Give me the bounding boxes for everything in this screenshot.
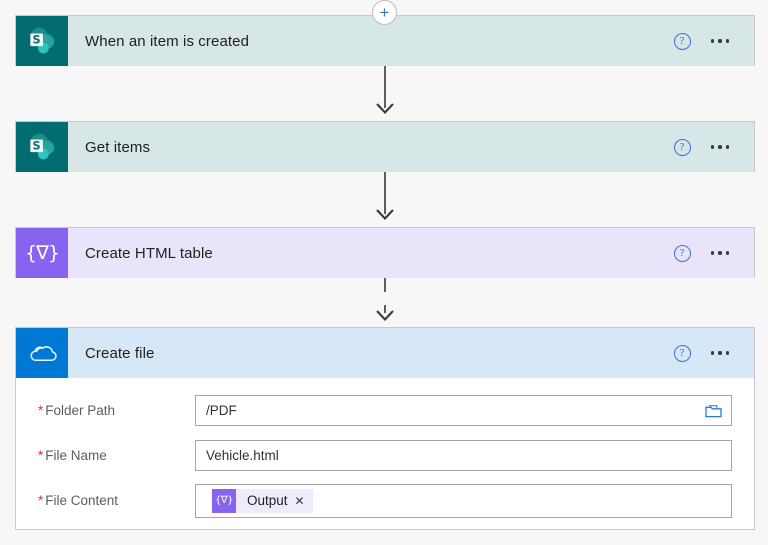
svg-text:S: S [33,139,41,152]
field-row-file-content: *File Content {∇} Output ✕ [16,478,754,523]
onedrive-cloud-glyph-svg [30,346,57,361]
more-commands-icon[interactable] [710,39,729,43]
insert-step-button[interactable]: + [372,0,397,25]
card-actions-create-html-table: ? [673,244,755,262]
sharepoint-glyph-svg: S [30,27,55,54]
field-label-file-name: *File Name [38,448,195,463]
card-actions-trigger: ? [673,32,755,50]
file-name-value: Vehicle.html [206,448,279,463]
field-label-folder-path: *Folder Path [38,403,195,418]
required-marker: * [38,448,44,463]
flow-step-card-create-file[interactable]: Create file ? *Folder Path /PDF [15,327,755,530]
field-label-text: File Content [45,493,119,508]
data-operations-token-icon: {∇} [212,488,236,513]
field-row-folder-path: *Folder Path /PDF [16,388,754,433]
dynamic-content-token[interactable]: {∇} Output ✕ [212,488,313,513]
card-title-trigger: When an item is created [85,32,250,50]
card-header-create-html-table[interactable]: {∇} Create HTML table ? [16,228,754,278]
card-title-get-items: Get items [85,138,151,156]
field-label-file-content: *File Content [38,493,195,508]
card-actions-create-file: ? [673,344,755,362]
card-header-get-items[interactable]: S Get items ? [16,122,754,172]
field-label-text: Folder Path [45,403,116,418]
connector-line-3b [384,305,386,313]
create-file-form: *Folder Path /PDF *File Name Vehicle.htm… [16,388,754,523]
connector-line-1 [384,66,386,108]
field-row-file-name: *File Name Vehicle.html [16,433,754,478]
help-icon[interactable]: ? [673,32,691,50]
connector-line-3a [384,278,386,292]
sharepoint-icon: S [16,16,68,66]
folder-picker-icon[interactable] [705,404,722,418]
more-commands-icon[interactable] [710,351,729,355]
connector-arrowhead-2 [376,209,394,220]
card-title-create-file: Create file [85,344,155,362]
data-operations-glyph: {∇} [25,242,60,264]
file-content-input[interactable]: {∇} Output ✕ [195,483,732,518]
folder-path-input[interactable]: /PDF [195,395,732,426]
data-operations-icon: {∇} [16,228,68,278]
field-label-text: File Name [45,448,107,463]
connector-arrowhead-3 [376,310,394,321]
connector-arrowhead-1 [376,103,394,114]
help-icon[interactable]: ? [673,344,691,362]
card-header-create-file[interactable]: Create file ? [16,328,754,378]
card-actions-get-items: ? [673,138,755,156]
required-marker: * [38,493,44,508]
onedrive-icon [16,328,68,378]
flow-step-card-create-html-table[interactable]: {∇} Create HTML table ? [15,227,755,278]
flow-step-card-get-items[interactable]: S Get items ? [15,121,755,172]
svg-text:S: S [33,33,41,46]
help-icon[interactable]: ? [673,138,691,156]
file-name-input[interactable]: Vehicle.html [195,440,732,471]
token-label: Output [247,493,288,508]
card-title-create-html-table: Create HTML table [85,244,213,262]
sharepoint-glyph-svg: S [30,133,55,160]
help-icon[interactable]: ? [673,244,691,262]
more-commands-icon[interactable] [710,251,729,255]
sharepoint-icon: S [16,122,68,172]
connector-line-2 [384,172,386,214]
required-marker: * [38,403,44,418]
folder-path-value: /PDF [206,403,237,418]
remove-token-icon[interactable]: ✕ [294,493,305,508]
more-commands-icon[interactable] [710,145,729,149]
